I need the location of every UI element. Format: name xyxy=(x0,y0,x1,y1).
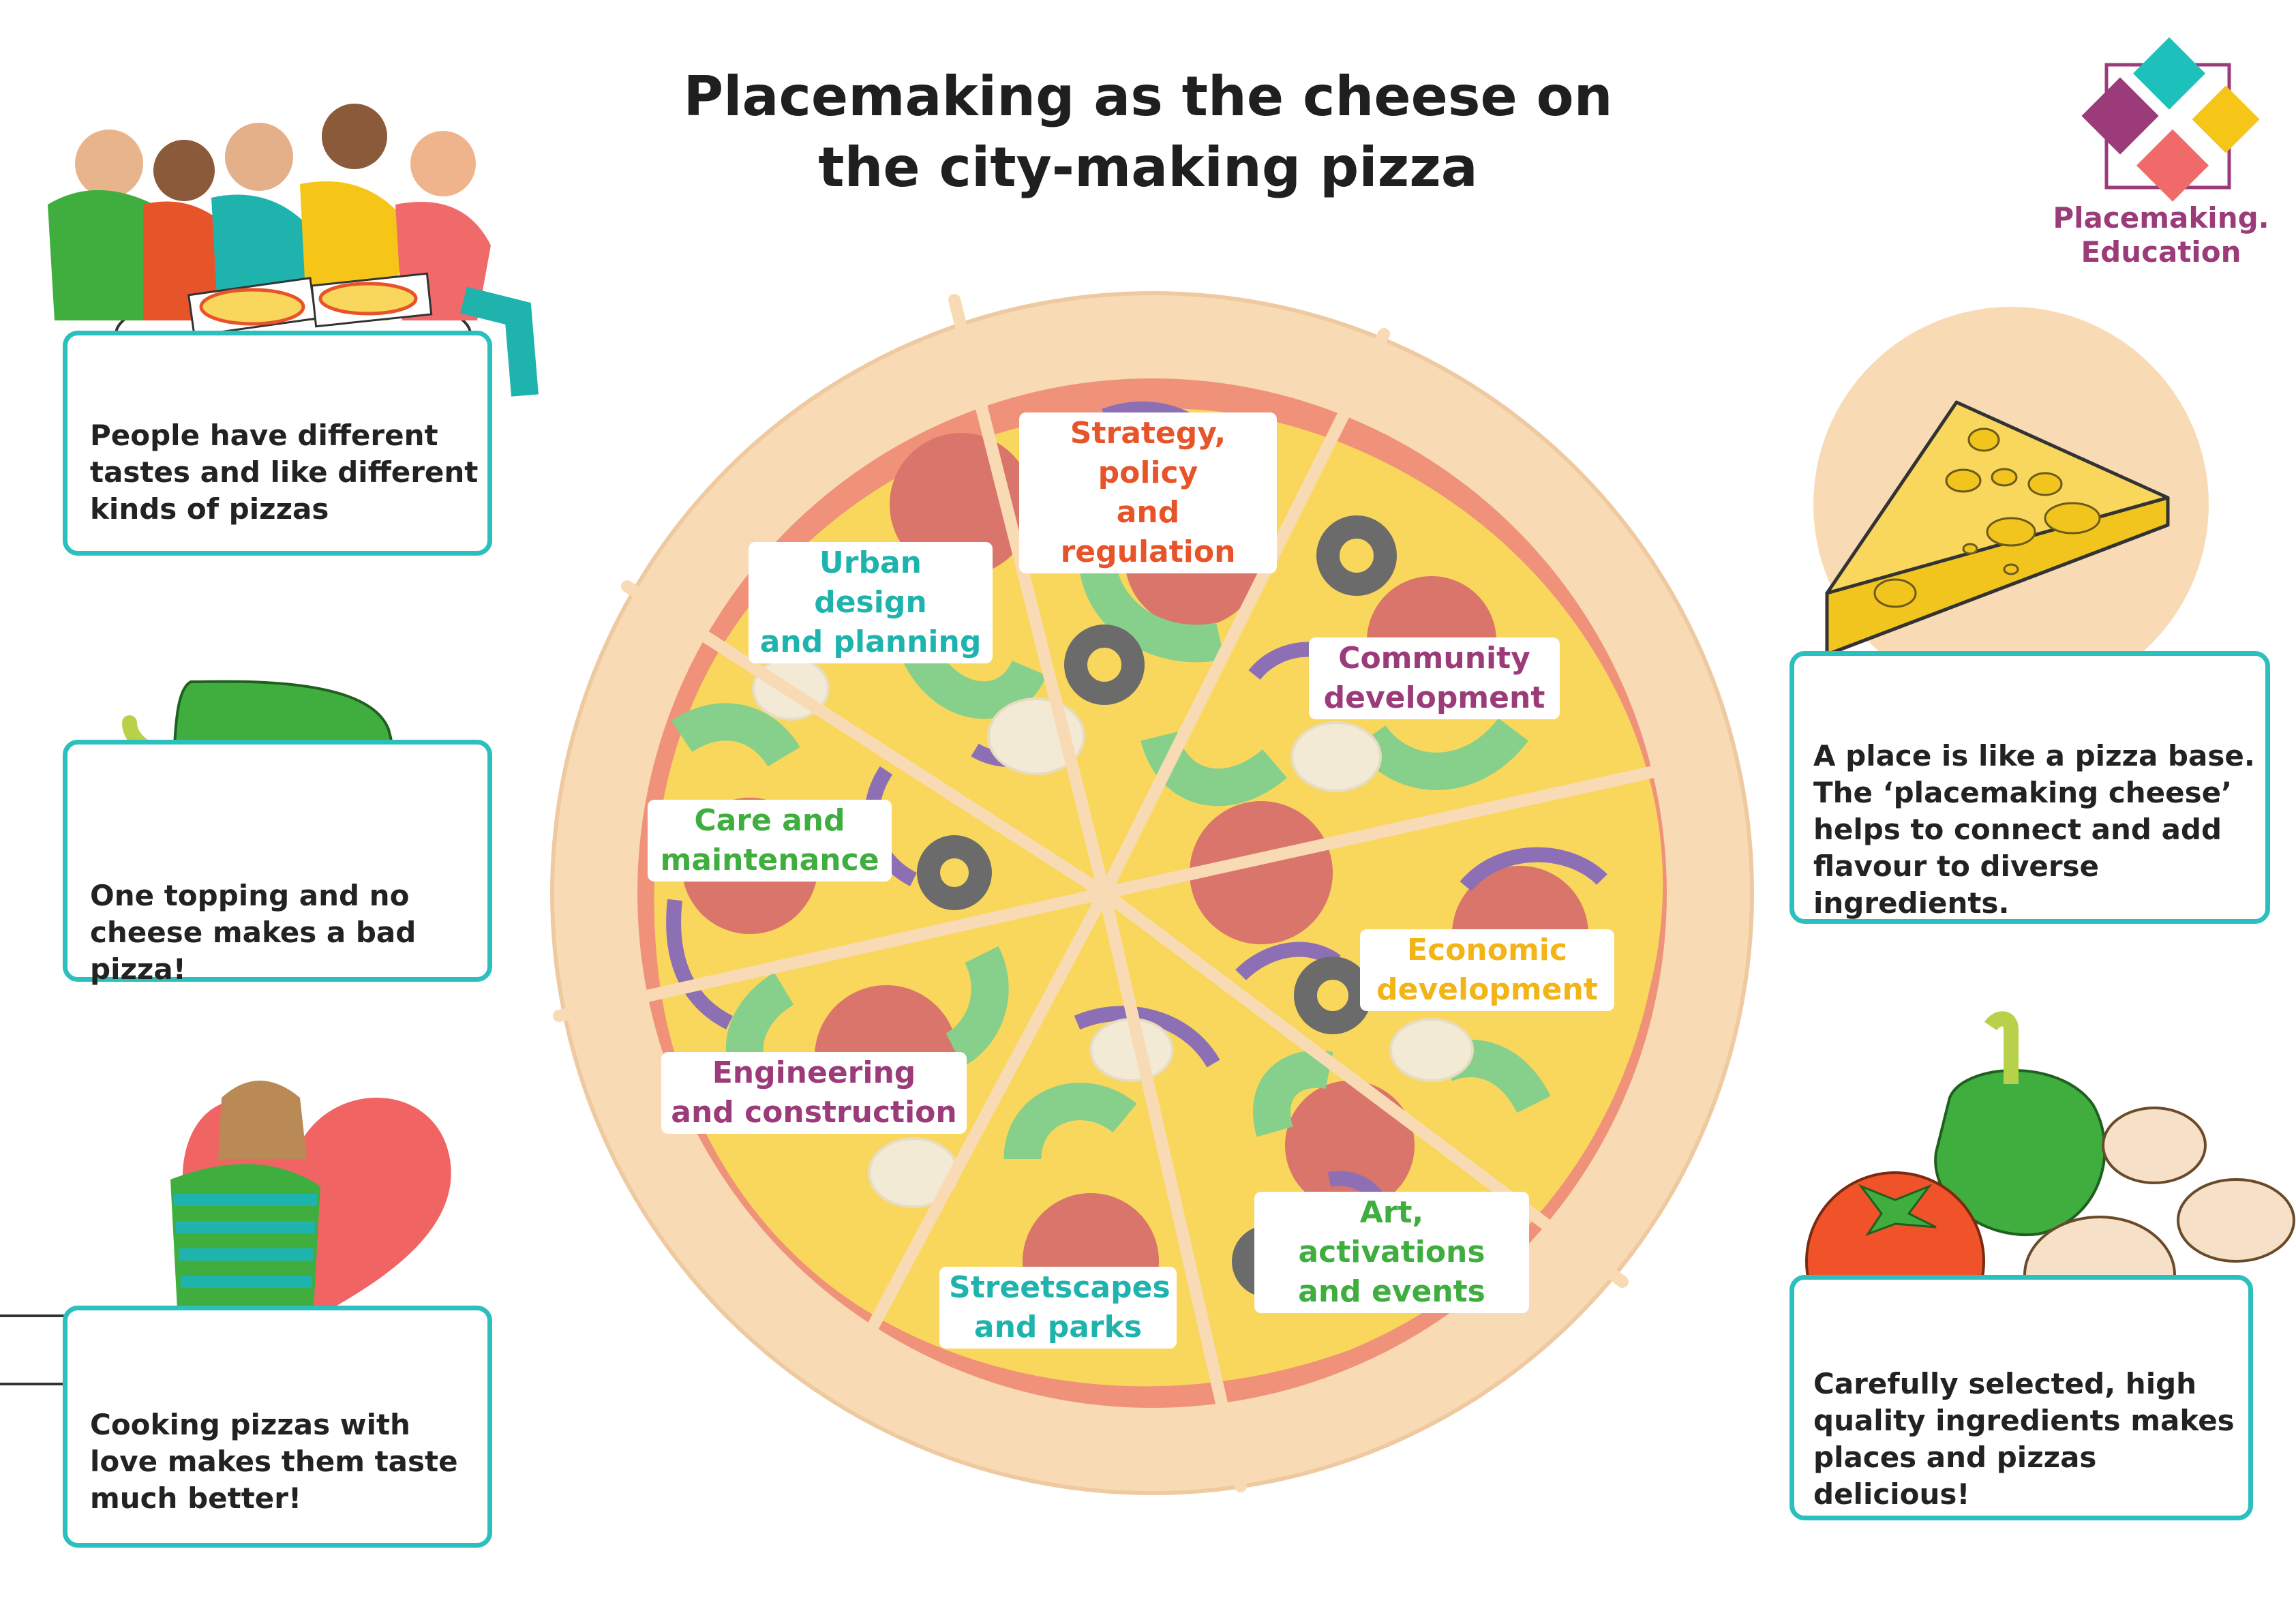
slice-label-strategy: Strategy, policy and regulation xyxy=(1019,412,1277,573)
card-base-text: A place is like a pizza base. The ‘place… xyxy=(1813,739,2255,920)
page-title: Placemaking as the cheese on the city-ma… xyxy=(0,61,2296,203)
card-base xyxy=(1789,651,2270,924)
card-topping xyxy=(63,740,492,982)
slice-cuts xyxy=(553,294,1697,1492)
cheese-illustration xyxy=(1813,307,2209,702)
card-cooking xyxy=(63,1306,492,1548)
slice-label-urban: Urban design and planning xyxy=(749,542,993,663)
slice-label-economic: Economic development xyxy=(1360,929,1614,1011)
logo-text: Placemaking. Education xyxy=(2031,201,2291,269)
card-ingredients-text: Carefully selected, high quality ingredi… xyxy=(1813,1367,2235,1511)
slice-label-community: Community development xyxy=(1309,637,1560,719)
card-tastes xyxy=(63,331,492,556)
slice-label-engineering: Engineering and construction xyxy=(661,1052,967,1134)
logo-text-line-2: Education xyxy=(2081,235,2241,269)
slice-label-art: Art, activations and events xyxy=(1254,1192,1529,1313)
slice-label-care: Care and maintenance xyxy=(648,800,892,882)
card-cooking-text: Cooking pizzas with love makes them tast… xyxy=(90,1408,458,1515)
mushroom-group xyxy=(752,657,1474,1208)
slice-label-streetscapes: Streetscapes and parks xyxy=(939,1267,1177,1349)
title-line-1: Placemaking as the cheese on xyxy=(683,65,1613,128)
card-tastes-text: People have different tastes and like di… xyxy=(90,419,479,526)
card-topping-text: One topping and no cheese makes a bad pi… xyxy=(90,879,417,986)
card-ingredients xyxy=(1789,1275,2253,1520)
title-line-2: the city-making pizza xyxy=(818,136,1478,199)
logo-text-line-1: Placemaking. xyxy=(2053,201,2269,235)
